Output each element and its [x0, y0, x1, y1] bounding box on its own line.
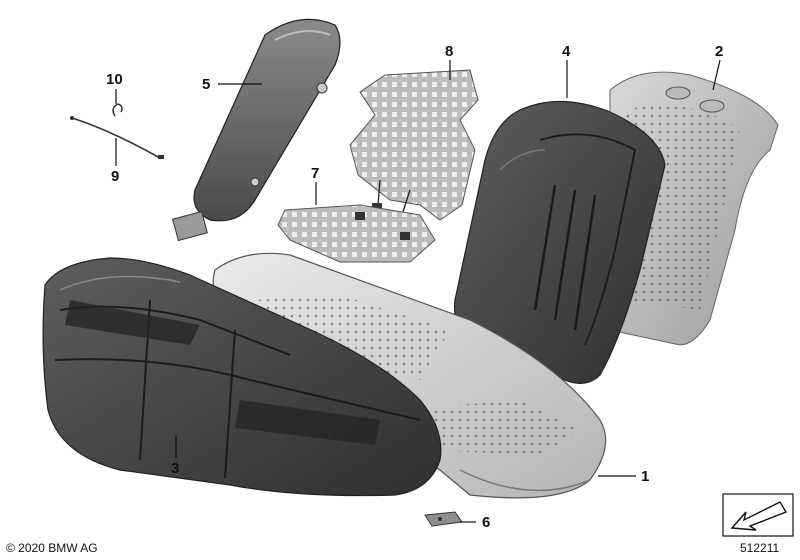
callout-labels: 1 2 3 4 5 6 7 8 9 10 [106, 43, 723, 531]
callout-4: 4 [562, 43, 571, 60]
callout-3: 3 [171, 460, 179, 477]
callout-2: 2 [715, 43, 723, 60]
part-3-seat-cushion-cover [42, 257, 442, 497]
part-6-bracket [424, 511, 463, 527]
callout-8: 8 [445, 43, 453, 60]
part-5-armrest [172, 18, 341, 242]
part-1-seat-cushion-foam [212, 252, 607, 499]
callout-6: 6 [482, 514, 490, 531]
diagram-reference-number: 512211 [740, 541, 780, 555]
part-9-cable [70, 116, 164, 159]
part-8-heating-mat [349, 69, 479, 222]
callout-10: 10 [106, 71, 123, 88]
leader-2 [712, 59, 721, 91]
leader-lines [115, 59, 721, 523]
callout-9: 9 [111, 168, 119, 185]
direction-arrow-icon [722, 493, 794, 537]
part-10-clip [112, 103, 123, 117]
callout-7: 7 [311, 165, 319, 182]
copyright-text: © 2020 BMW AG [6, 541, 98, 555]
callout-5: 5 [202, 76, 210, 93]
callout-1: 1 [641, 468, 649, 485]
part-7-heating-mat [277, 204, 436, 263]
part-4-backrest-cover [453, 100, 666, 384]
